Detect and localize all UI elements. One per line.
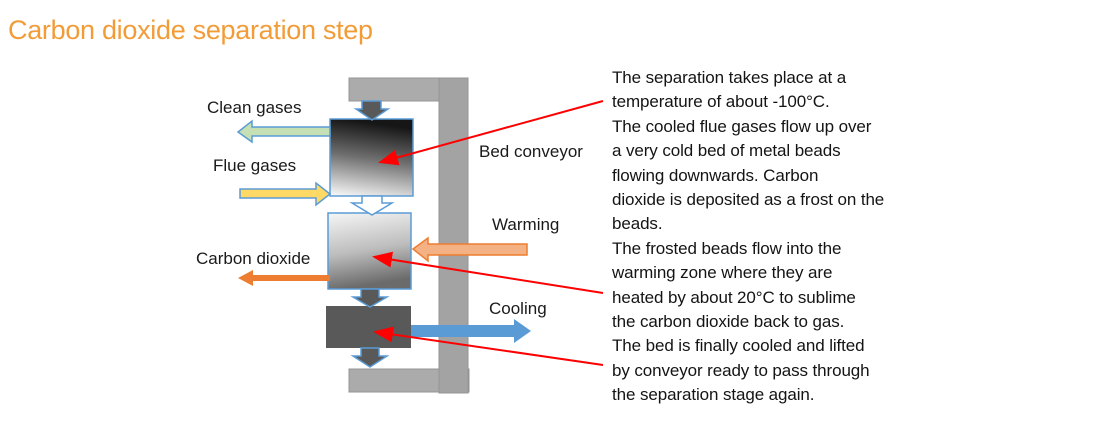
carbon-dioxide-arrow-icon (238, 270, 330, 286)
bed-transfer-down-arrow-icon (349, 195, 395, 216)
bed-to-cooling-down-arrow-icon (350, 288, 390, 308)
clean-gases-label: Clean gases (207, 98, 302, 117)
flue-gases-label: Flue gases (213, 156, 296, 175)
cooling-label: Cooling (489, 299, 547, 318)
warming-label: Warming (492, 215, 559, 234)
conveyor-frame-vertical-bar (438, 77, 469, 394)
cooling-arrow-icon (411, 319, 531, 343)
bed-feed-down-arrow-icon (353, 100, 391, 121)
page-title: Carbon dioxide separation step (8, 15, 373, 45)
warming-bed-box (327, 212, 412, 290)
bed-exit-down-arrow-icon (350, 347, 390, 368)
flue-gases-arrow-icon (239, 181, 332, 207)
bed-conveyor-label: Bed conveyor (479, 142, 583, 161)
annotation-line-separation (378, 100, 604, 166)
annotation-line-warming (372, 251, 604, 294)
warming-arrow-icon (411, 236, 528, 263)
carbon-dioxide-label: Carbon dioxide (196, 249, 310, 268)
cooling-bed-box (326, 306, 411, 348)
annotation-line-cooling (373, 326, 604, 366)
process-description-text: The separation takes place at a temperat… (612, 68, 885, 405)
clean-gases-arrow-icon (236, 119, 331, 144)
